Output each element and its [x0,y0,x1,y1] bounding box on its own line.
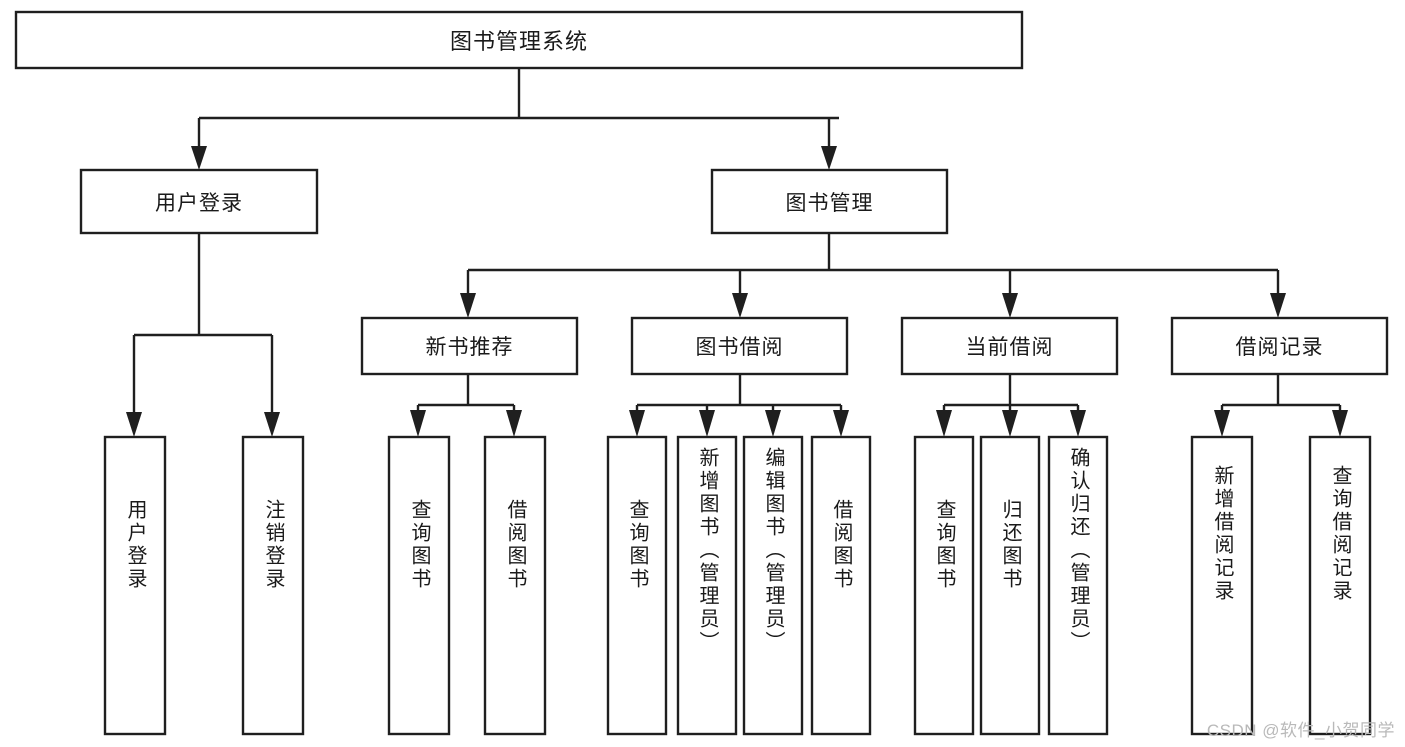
node-box-leaf-bb-add-book[interactable] [676,435,738,736]
connector-group-user-login [126,233,280,437]
node-box-book-borrow[interactable] [630,316,849,376]
node-box-leaf-bb-query-book[interactable] [606,435,668,736]
connector-group-root [191,68,839,170]
arrow-head-user-login [191,146,207,170]
arrow-head-borrow-record [1270,293,1286,318]
connector-group-book-mgmt [460,233,1286,318]
arrow-head-nbr-borrow-book [506,410,522,437]
arrow-head-new-book-rec [460,293,476,318]
arrow-head-leaf-logout [264,412,280,437]
node-box-leaf-user-login[interactable] [103,435,167,736]
arrow-head-book-borrow [732,293,748,318]
node-box-leaf-br-query-record[interactable] [1308,435,1372,736]
arrow-head-book-mgmt [821,146,837,170]
connector-group-current-borrow [936,374,1086,437]
node-box-borrow-record[interactable] [1170,316,1389,376]
node-box-book-management[interactable] [710,168,949,235]
arrow-head-bb-query-book [629,410,645,437]
arrow-head-br-add-record [1214,410,1230,437]
node-box-leaf-cb-query-book[interactable] [913,435,975,736]
arrow-head-bb-edit-book [765,410,781,437]
arrow-head-cb-confirm-return [1070,410,1086,437]
node-box-root[interactable] [14,10,1024,70]
connector-group-new-book-rec [410,374,522,437]
arrow-head-nbr-query-book [410,410,426,437]
node-box-current-borrow[interactable] [900,316,1119,376]
arrow-head-br-query-record [1332,410,1348,437]
node-box-leaf-bb-edit-book[interactable] [742,435,804,736]
connector-group-book-borrow [629,374,849,437]
arrow-head-cb-return-book [1002,410,1018,437]
arrow-head-bb-borrow-book [833,410,849,437]
arrow-head-current-borrow [1002,293,1018,318]
connector-group-borrow-record [1214,374,1348,437]
node-box-leaf-nbr-borrow-book[interactable] [483,435,547,736]
node-box-leaf-bb-borrow-book[interactable] [810,435,872,736]
arrow-head-bb-add-book [699,410,715,437]
node-box-leaf-br-add-record[interactable] [1190,435,1254,736]
node-box-leaf-nbr-query-book[interactable] [387,435,451,736]
arrow-head-leaf-user-login [126,412,142,437]
node-box-new-book-recommend[interactable] [360,316,579,376]
node-box-leaf-cb-return-book[interactable] [979,435,1041,736]
node-box-leaf-logout[interactable] [241,435,305,736]
arrow-head-cb-query-book [936,410,952,437]
node-box-user-login[interactable] [79,168,319,235]
node-box-leaf-cb-confirm-return[interactable] [1047,435,1109,736]
